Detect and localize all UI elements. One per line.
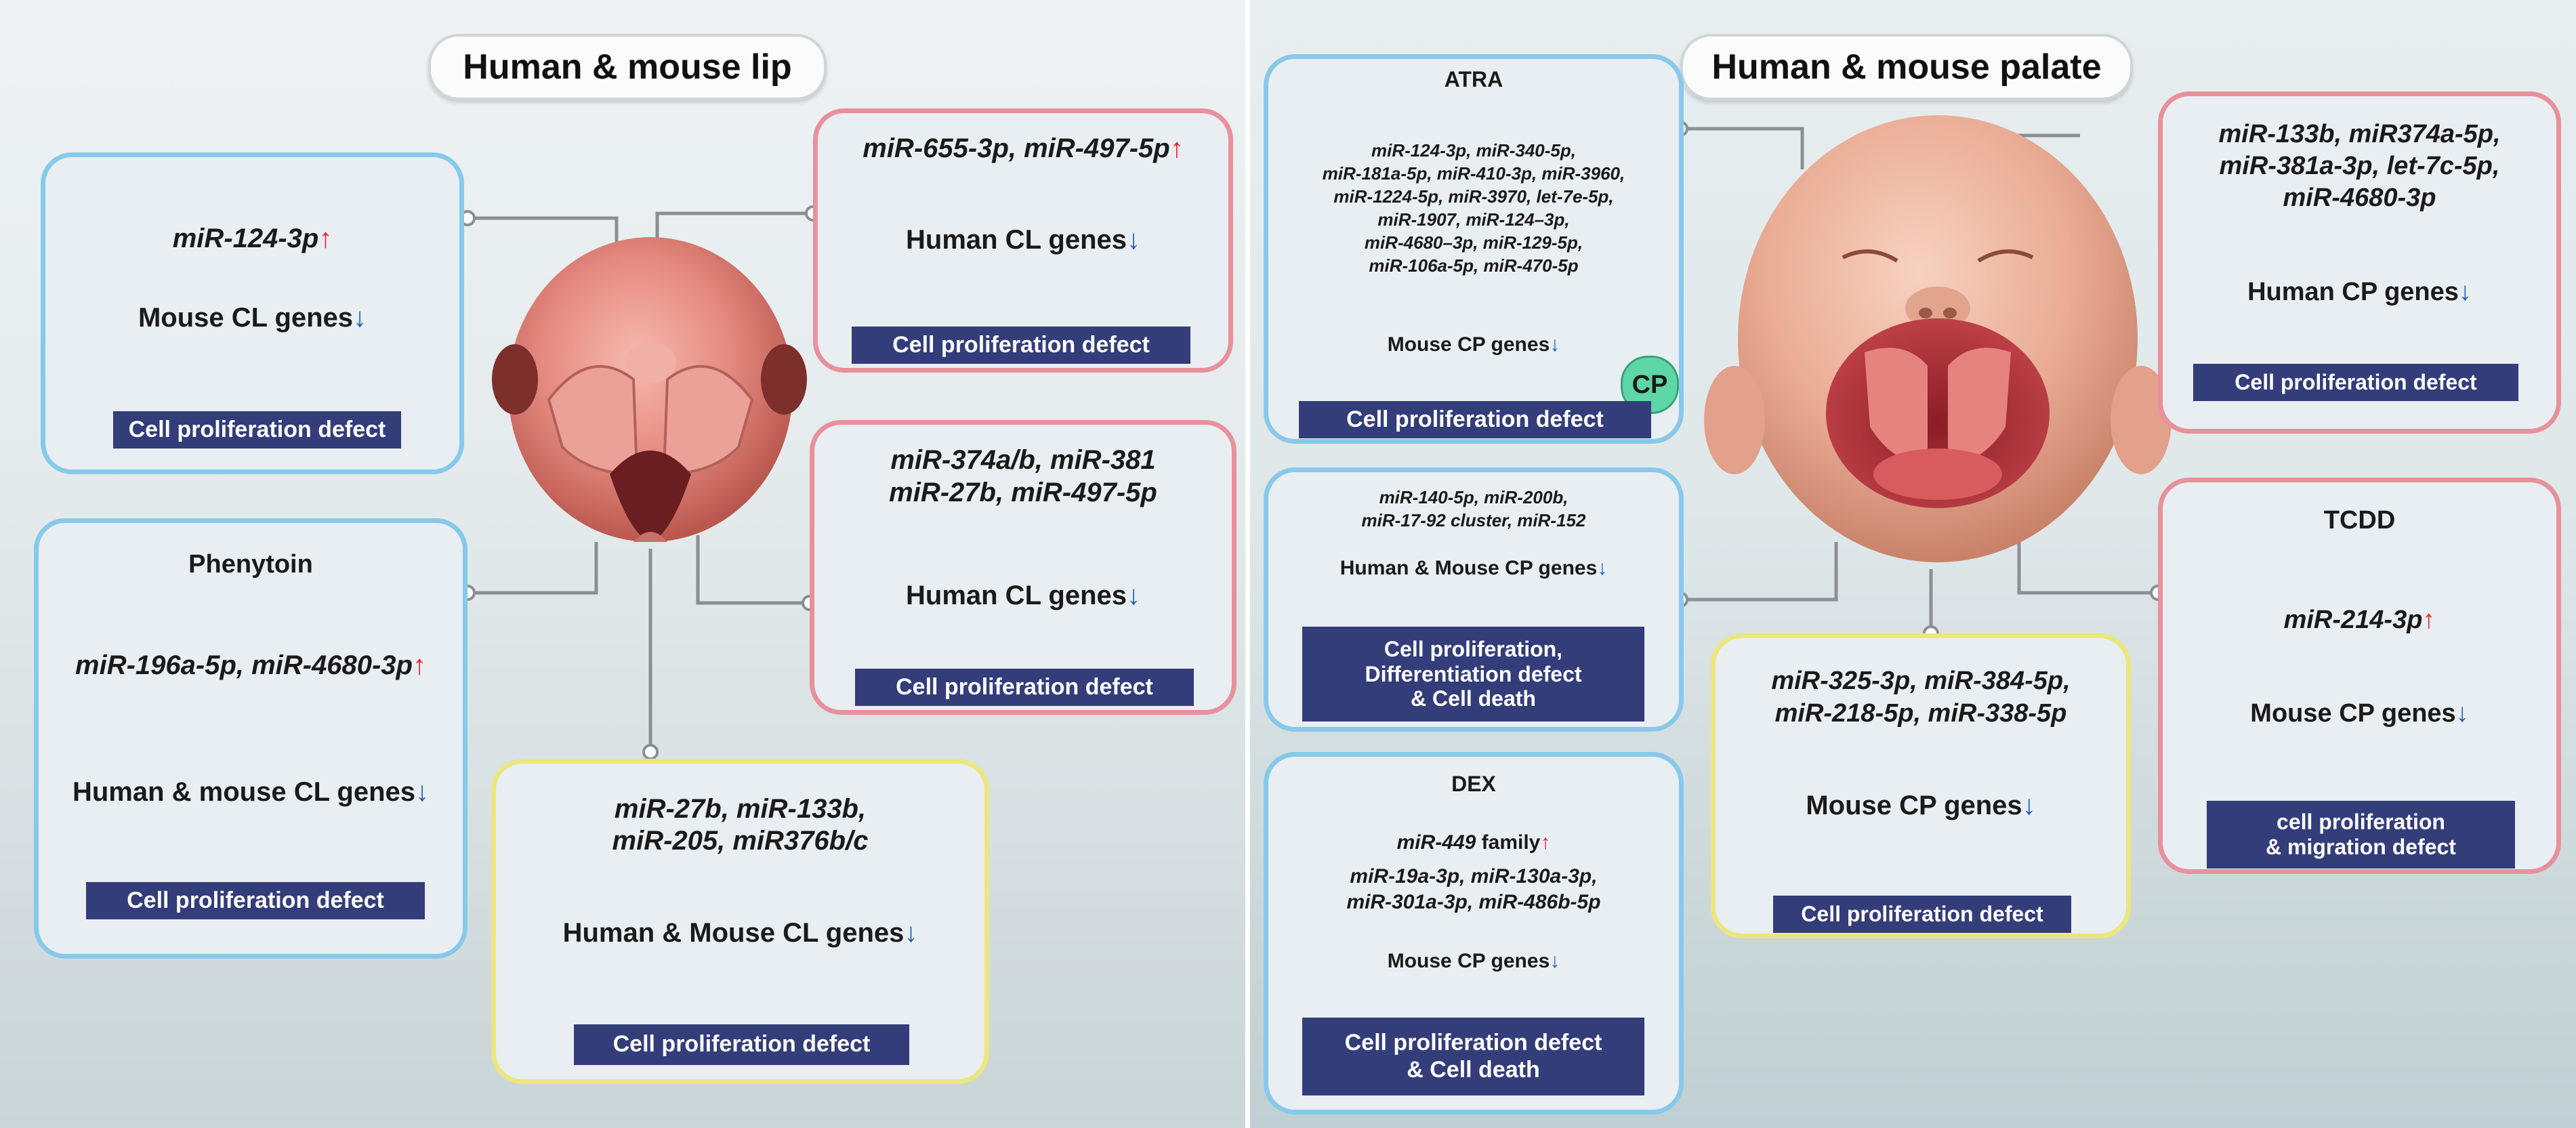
target-genes: Human CP genes — [2247, 278, 2459, 306]
down-arrow: ↓ — [1127, 581, 1140, 610]
outcome-line-1: cell proliferation — [2277, 810, 2445, 835]
inducer-label: DEX — [1451, 772, 1496, 796]
inducer-label: ATRA — [1444, 67, 1503, 91]
down-arrow: ↓ — [1550, 950, 1560, 972]
target-genes: Human CL genes — [906, 225, 1127, 255]
down-arrow: ↓ — [2458, 278, 2472, 306]
up-arrow: ↑ — [1169, 133, 1184, 163]
outcome-line-1: Cell proliferation, — [1384, 636, 1563, 661]
mirna-list-line1: miR-140-5p, miR-200b, — [1379, 487, 1569, 507]
mirna-line-2: miR-381a-3p, let-7c-5p, — [2219, 152, 2500, 180]
target-genes: Mouse CL genes — [138, 303, 354, 333]
palate-box-tcdd: TCDD miR-214-3p↑ Mouse CP genes↓ cell pr… — [2158, 478, 2561, 874]
lip-box-mir374: miR-374a/b, miR-381 miR-27b, miR-497-5p … — [810, 420, 1237, 715]
inducer-label: Phenytoin — [188, 550, 313, 579]
lip-box-mir124: miR-124-3p↑ Mouse CL genes↓ Cell prolife… — [41, 152, 464, 474]
target-genes: Mouse CP genes — [2250, 699, 2456, 728]
up-arrow: ↑ — [1540, 831, 1551, 854]
mirna-list: miR-374a/b, miR-381 — [890, 445, 1156, 475]
family-word: family — [1476, 831, 1541, 854]
palate-box-mir133b: miR-133b, miR374a-5p, miR-381a-3p, let-7… — [2158, 91, 2561, 434]
palate-connectors — [1680, 127, 2158, 633]
outcome-line-2: & Cell death — [1407, 1056, 1540, 1083]
lip-box-mir655: miR-655-3p, miR-497-5p↑ Human CL genes↓ … — [813, 108, 1233, 373]
mirna-list-line1: miR-27b, miR-133b, — [614, 794, 867, 824]
target-genes: Human CL genes — [906, 581, 1127, 610]
outcome-bar: Cell proliferation defect — [86, 882, 425, 919]
palate-panel-title: Human & mouse palate — [1680, 34, 2133, 100]
outcome-bar: Cell proliferation defect — [574, 1024, 909, 1065]
outcome-bar: Cell proliferation defect — [2193, 364, 2518, 401]
target-genes: Human & mouse CL genes — [72, 777, 416, 807]
mirna-line-3: miR-1224-5p, miR-3970, let-7e-5p, — [1333, 186, 1614, 207]
down-arrow: ↓ — [353, 303, 367, 333]
target-genes: Mouse CP genes — [1387, 333, 1550, 356]
outcome-bar: Cell proliferation defect — [1299, 401, 1651, 438]
mirna-line-6: miR-106a-5p, miR-470-5p — [1369, 255, 1579, 276]
down-arrow: ↓ — [2022, 791, 2036, 820]
mirna-list-line2: miR-17-92 cluster, miR-152 — [1361, 510, 1586, 530]
mirna-line-4: miR-1907, miR-124–3p, — [1377, 209, 1570, 230]
palate-box-atra: ATRA miR-124-3p, miR-340-5p, miR-181a-5p… — [1264, 54, 1684, 444]
outcome-bar: Cell proliferation defect — [855, 669, 1194, 706]
target-genes: Mouse CP genes — [1387, 950, 1550, 972]
outcome-bar: Cell proliferation defect — [113, 411, 401, 448]
cleft-palate-illustration — [1704, 115, 2172, 562]
outcome-line-2: & migration defect — [2266, 835, 2456, 859]
outcome-line-3: & Cell death — [1411, 686, 1536, 711]
outcome-bar: Cell proliferation, Differentiation defe… — [1302, 627, 1644, 722]
mirna-line-1: miR-133b, miR374a-5p, — [2218, 120, 2501, 148]
lip-panel-title: Human & mouse lip — [428, 34, 827, 100]
palate-box-dex: DEX miR-449 family↑ miR-19a-3p, miR-130a… — [1264, 752, 1684, 1114]
target-genes: Human & Mouse CP genes — [1339, 557, 1598, 579]
mirna-list: miR-196a-5p, miR-4680-3p — [75, 650, 413, 680]
outcome-bar: Cell proliferation defect & Cell death — [1302, 1018, 1644, 1095]
mirna-list: miR-214-3p — [2283, 606, 2423, 634]
mirna-list-line2: miR-218-5p, miR-338-5p — [1774, 699, 2067, 728]
down-arrow: ↓ — [1597, 557, 1608, 579]
up-arrow: ↑ — [318, 224, 333, 253]
mirna-line-1: miR-124-3p, miR-340-5p, — [1371, 140, 1576, 161]
down-arrow: ↓ — [1550, 333, 1560, 356]
mirna-line-3: miR-4680-3p — [2283, 184, 2436, 212]
mirna-line-2: miR-181a-5p, miR-410-3p, miR-3960, — [1322, 163, 1625, 184]
mirna-list-line2: miR-301a-3p, miR-486b-5p — [1346, 891, 1601, 913]
mirna-list-line2: miR-27b, miR-497-5p — [889, 478, 1157, 507]
outcome-bar: cell proliferation & migration defect — [2207, 801, 2515, 869]
outcome-line-2: Differentiation defect — [1365, 661, 1582, 686]
down-arrow: ↓ — [415, 777, 430, 807]
down-arrow: ↓ — [2455, 699, 2469, 728]
outcome-bar: Cell proliferation defect — [852, 327, 1190, 364]
target-genes: Human & Mouse CL genes — [562, 918, 905, 948]
mirna-list-line2: miR-205, miR376b/c — [612, 826, 869, 856]
mirna-list: miR-655-3p, miR-497-5p — [863, 133, 1170, 163]
mirna-list: miR-124-3p — [172, 224, 319, 253]
target-genes: Mouse CP genes — [1806, 791, 2022, 820]
inducer-label: TCDD — [2323, 506, 2396, 535]
mirna-list-line1: miR-325-3p, miR-384-5p, — [1771, 667, 2071, 695]
mirna-line-5: miR-4680–3p, miR-129-5p, — [1364, 232, 1583, 253]
mirna-family: miR-449 — [1396, 831, 1476, 854]
down-arrow: ↓ — [904, 918, 918, 948]
outcome-line-1: Cell proliferation defect — [1344, 1030, 1602, 1056]
cleft-lip-illustration — [492, 237, 807, 542]
mirna-list-line1: miR-19a-3p, miR-130a-3p, — [1350, 865, 1598, 887]
up-arrow: ↑ — [2422, 606, 2436, 634]
palate-box-mir325: miR-325-3p, miR-384-5p, miR-218-5p, miR-… — [1711, 633, 2131, 938]
palate-box-mir140: miR-140-5p, miR-200b, miR-17-92 cluster,… — [1264, 467, 1684, 732]
down-arrow: ↓ — [1127, 225, 1140, 255]
lip-connectors — [468, 211, 813, 752]
up-arrow: ↑ — [412, 650, 426, 680]
outcome-bar: Cell proliferation defect — [1773, 896, 2071, 933]
lip-box-phenytoin: Phenytoin miR-196a-5p, miR-4680-3p↑ Huma… — [34, 518, 468, 959]
lip-box-mir27b: miR-27b, miR-133b, miR-205, miR376b/c Hu… — [491, 759, 989, 1084]
